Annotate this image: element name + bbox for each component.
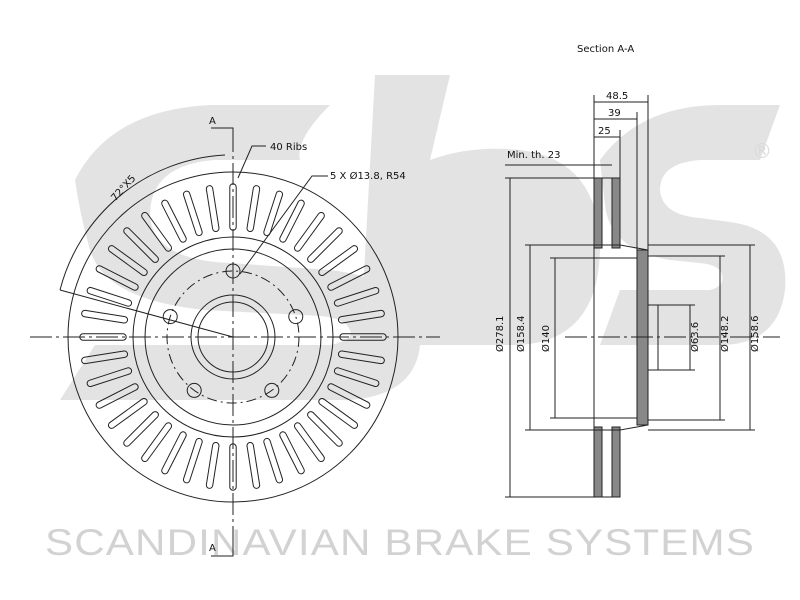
section-mark-bottom: A: [209, 543, 216, 554]
rib-slot: [205, 185, 220, 233]
rib-slot: [339, 333, 387, 341]
inner-ring-bottom: [611, 426, 621, 498]
inner-ring-top: [611, 177, 621, 249]
rib-slot: [229, 183, 237, 231]
dim-158-4-text: Ø158.4: [515, 316, 527, 353]
rib-slot: [294, 211, 325, 252]
rib-slot: [182, 437, 203, 484]
section-marker-top: [211, 127, 234, 150]
rib-slot: [263, 190, 284, 237]
rib-slot: [182, 190, 203, 237]
dim-top-48-5: 48.5: [606, 91, 628, 102]
bolt-hole: [288, 309, 304, 325]
rib-slot: [337, 309, 385, 324]
rib-slot: [294, 422, 325, 463]
dim-158-6-text: Ø158.6: [749, 316, 761, 353]
dim-63-6-text: Ø63.6: [689, 322, 701, 352]
bolt-holes: [162, 263, 304, 398]
rib-slot: [279, 431, 305, 475]
rib-slot: [79, 333, 127, 341]
bolt-hole: [162, 309, 178, 325]
angle-leader-left: [59, 289, 234, 338]
sbs-watermark-logo: ®: [60, 75, 786, 400]
rib-slot: [161, 431, 187, 475]
rib-slot: [318, 245, 359, 276]
rib-slot: [81, 309, 129, 324]
rib-slot: [246, 185, 261, 233]
rib-slot: [327, 383, 371, 409]
rib-slot: [81, 350, 129, 365]
min-thickness-label: Min. th. 23: [507, 150, 560, 161]
rib-slots: [79, 183, 387, 491]
rib-slot: [318, 398, 359, 429]
section-mark-top: A: [209, 116, 216, 127]
rib-slot: [263, 437, 284, 484]
rib-slot: [307, 227, 343, 263]
rib-slot: [107, 398, 148, 429]
rib-slot: [333, 367, 380, 388]
company-name-watermark: SCANDINAVIAN BRAKE SYSTEMS: [45, 522, 755, 563]
watermark-b: [360, 75, 600, 345]
rib-slot: [337, 350, 385, 365]
rib-slot: [123, 411, 159, 447]
rib-slot: [246, 441, 261, 489]
bolt-hole: [264, 382, 280, 398]
rib-slot: [123, 227, 159, 263]
holes-leader: [239, 175, 328, 275]
ribs-label: 40 Ribs: [270, 142, 307, 153]
rib-slot: [279, 199, 305, 243]
rib-slot: [141, 422, 172, 463]
outer-ring-top: [593, 177, 603, 249]
watermark-s-right: [600, 105, 786, 345]
rib-slot: [333, 286, 380, 307]
section-marker-bottom: [211, 534, 234, 557]
rib-slot: [95, 265, 139, 291]
section-view: [505, 95, 780, 498]
dim-278-1: Ø278.1: [494, 316, 506, 353]
rib-slot: [86, 367, 133, 388]
ribs-leader: [237, 145, 266, 179]
rib-slot: [86, 286, 133, 307]
front-view: [30, 127, 440, 557]
rib-slot: [205, 441, 220, 489]
rib-slot: [95, 383, 139, 409]
rib-slot: [107, 245, 148, 276]
outer-ring-bottom: [593, 426, 603, 498]
dim-top-25: 25: [598, 126, 611, 137]
rib-slot: [307, 411, 343, 447]
angle-dimension-arc: [59, 154, 226, 291]
watermark-s-left: [60, 105, 420, 400]
rib-slot: [327, 265, 371, 291]
holes-label: 5 X Ø13.8, R54: [330, 170, 406, 182]
registered-mark: ®: [752, 139, 772, 163]
dim-148-2-text: Ø148.2: [719, 316, 731, 353]
rib-slot: [141, 211, 172, 252]
rib-slot: [229, 443, 237, 491]
dim-top-39: 39: [608, 108, 621, 119]
section-title: Section A-A: [577, 44, 634, 55]
dim-140-text: Ø140: [540, 325, 552, 352]
bolt-hole: [186, 382, 202, 398]
rib-slot: [161, 199, 187, 243]
